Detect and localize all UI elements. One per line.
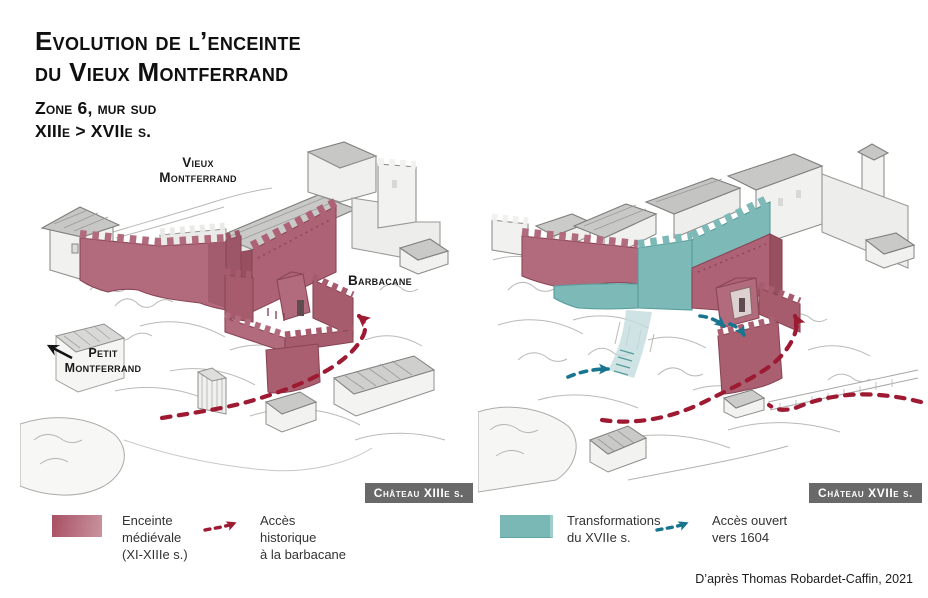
medieval-enclosure-label: Enceinte médiévale (XI-XIIIe s.) xyxy=(122,513,188,562)
credit-line: D’après Thomas Robardet-Caffin, 2021 xyxy=(695,572,913,586)
chateau-17e-drawing xyxy=(478,143,924,493)
gray-buildings xyxy=(491,143,916,269)
petit-montferrand-arrow-icon xyxy=(46,344,73,360)
transformations-label: Transformations du XVIIe s. xyxy=(567,513,661,545)
label-vieux-montferrand: Vieux Montferrand xyxy=(159,155,237,185)
panel-chateau-13e: Vieux Montferrand Barbacane Petit Montfe… xyxy=(20,140,473,505)
badge-chateau-17e: Château XVIIe s. xyxy=(809,483,922,503)
historic-access-label: Accès historique à la barbacane xyxy=(260,513,347,562)
medieval-enclosure-swatch xyxy=(52,515,102,537)
barbacane-structure xyxy=(223,268,355,394)
barbacane-structure xyxy=(715,277,802,395)
label-barbacane: Barbacane xyxy=(348,273,412,288)
village-buildings xyxy=(20,323,436,496)
opened-access-label: Accès ouvert vers 1604 xyxy=(712,513,788,545)
historic-access-arrow-icon xyxy=(203,521,237,532)
historic-access-path-icon xyxy=(159,313,372,421)
page-subtitle: Zone 6, mur sud XIIIe > XVIIe s. xyxy=(35,98,157,141)
badge-chateau-13e: Château XIIIe s. xyxy=(364,483,473,503)
transformed-walls xyxy=(521,193,783,378)
label-petit-montferrand: Petit Montferrand xyxy=(64,346,142,375)
historic-access-path-branch-icon xyxy=(766,392,924,412)
historic-access-path-icon xyxy=(599,313,806,424)
transformations-swatch xyxy=(500,515,553,538)
chateau-13e-drawing xyxy=(20,141,450,496)
opened-access-arrows-icon xyxy=(566,314,746,379)
page-title: Evolution de l’enceinte du Vieux Montfer… xyxy=(35,26,301,87)
opened-access-arrow-icon xyxy=(655,521,689,532)
panel-chateau-17e: Château XVIIe s. xyxy=(478,140,925,505)
